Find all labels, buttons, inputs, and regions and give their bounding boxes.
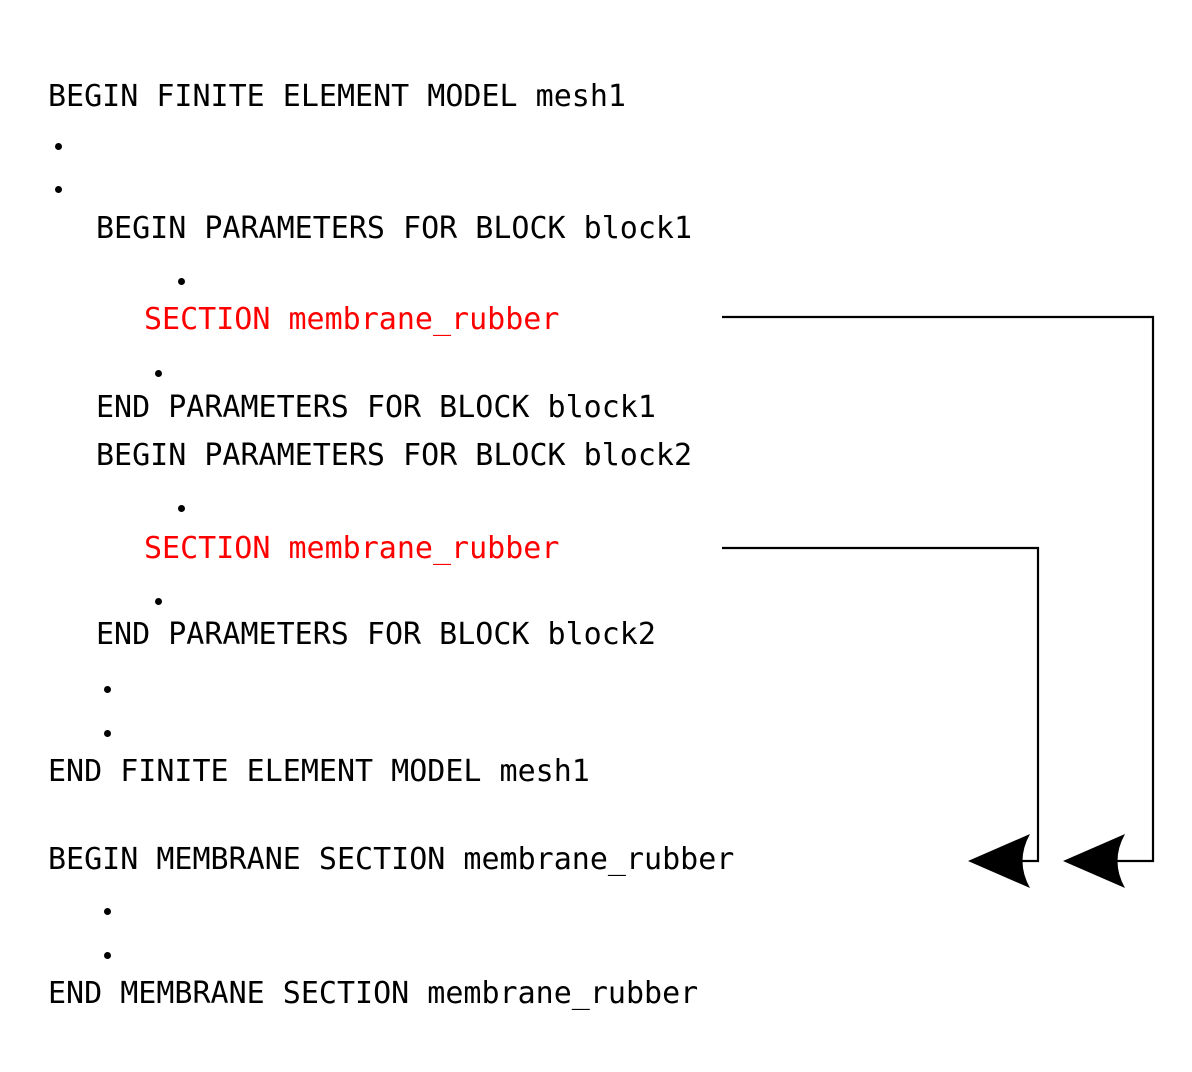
code-line-section-membrane-rubber-block1: SECTION membrane_rubber xyxy=(144,302,560,337)
ellipsis-bullet xyxy=(104,952,111,959)
code-line-begin-membrane-section: BEGIN MEMBRANE SECTION membrane_rubber xyxy=(48,842,735,877)
ellipsis-bullet xyxy=(55,143,62,150)
arrowhead-icon xyxy=(1063,834,1125,888)
ellipsis-bullet xyxy=(178,278,185,285)
ellipsis-bullet xyxy=(178,505,185,512)
code-line-begin-parameters-block1: BEGIN PARAMETERS FOR BLOCK block1 xyxy=(96,211,693,246)
ellipsis-bullet xyxy=(155,598,162,605)
code-line-begin-parameters-block2: BEGIN PARAMETERS FOR BLOCK block2 xyxy=(96,438,693,473)
code-line-end-parameters-block2: END PARAMETERS FOR BLOCK block2 xyxy=(96,617,656,652)
code-line-end-membrane-section: END MEMBRANE SECTION membrane_rubber xyxy=(48,976,699,1011)
code-line-end-parameters-block1: END PARAMETERS FOR BLOCK block1 xyxy=(96,390,656,425)
ellipsis-bullet xyxy=(155,370,162,377)
ellipsis-bullet xyxy=(55,186,62,193)
arrowhead-icon xyxy=(968,834,1030,888)
connector-inner xyxy=(722,546,1040,888)
ellipsis-bullet xyxy=(104,908,111,915)
code-line-section-membrane-rubber-block2: SECTION membrane_rubber xyxy=(144,531,560,566)
code-line-end-finite-element-model: END FINITE ELEMENT MODEL mesh1 xyxy=(48,754,590,789)
code-line-begin-finite-element-model: BEGIN FINITE ELEMENT MODEL mesh1 xyxy=(48,79,626,114)
ellipsis-bullet xyxy=(104,686,111,693)
connector-outer xyxy=(722,315,1155,888)
ellipsis-bullet xyxy=(104,730,111,737)
